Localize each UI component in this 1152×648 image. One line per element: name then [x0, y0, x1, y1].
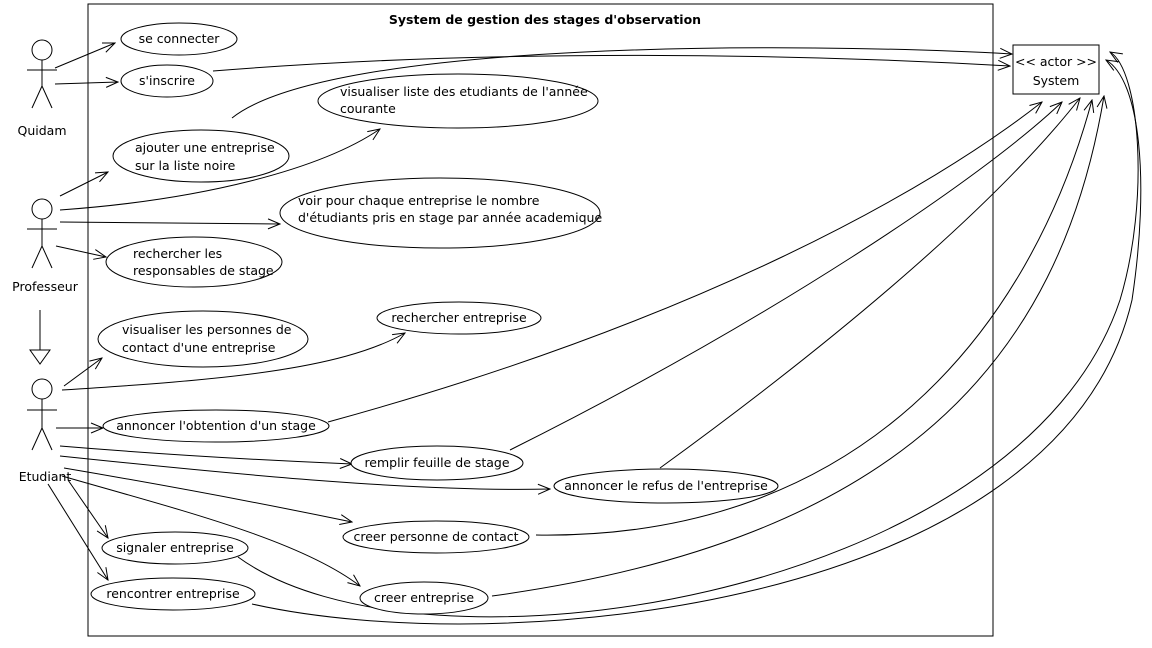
line-inscrire-system [212, 54, 1010, 72]
line-remplir-system [509, 102, 1062, 451]
line-etu-signaler [67, 479, 108, 538]
generalization-arrow [29, 310, 51, 365]
use-case-annoncer-refus: annoncer le refus de l'entreprise [553, 468, 779, 504]
line-etu-rechercher-ent [61, 333, 405, 391]
system-name: System [1033, 73, 1080, 88]
line-ajouter-system [231, 47, 1012, 119]
use-case-sinscrire: s'inscrire [120, 64, 214, 98]
use-case-label-line-2: responsables de stage [133, 263, 274, 278]
use-case-rencontrer-entreprise: rencontrer entreprise [90, 577, 256, 611]
use-case-label: signaler entreprise [116, 540, 234, 555]
use-case-label-line-1: ajouter une entreprise [135, 140, 275, 155]
line-obtention-system [327, 102, 1042, 423]
line-etu-creer-pers [63, 467, 352, 522]
use-case-label: creer personne de contact [353, 529, 518, 544]
use-case-rechercher-responsables: rechercher les responsables de stage [105, 236, 283, 288]
use-case-label-line-1: visualiser liste des etudiants de l'anné… [340, 84, 588, 99]
use-case-annoncer-obtention: annoncer l'obtention d'un stage [102, 409, 330, 443]
line-prof-voir-nombre [59, 222, 280, 224]
use-case-label-line-2: d'étudiants pris en stage par année acad… [298, 210, 602, 225]
use-case-creer-entreprise: creer entreprise [359, 581, 489, 615]
use-case-label-line-1: voir pour chaque entreprise le nombre [298, 193, 540, 208]
use-case-label: se connecter [139, 31, 221, 46]
line-quidam-connecter [54, 43, 115, 69]
use-case-label: remplir feuille de stage [364, 455, 509, 470]
line-creer-pers-system [535, 100, 1092, 536]
actor-etudiant-label: Etudiant [19, 469, 72, 484]
use-case-creer-personne: creer personne de contact [342, 520, 530, 554]
use-case-label-line-2: contact d'une entreprise [122, 340, 276, 355]
line-etu-rencontrer [47, 483, 108, 580]
line-prof-visualiser-liste [59, 129, 380, 211]
line-prof-rechercher-resp [55, 245, 106, 257]
line-refus-system [659, 98, 1080, 469]
line-prof-ajouter [59, 172, 108, 197]
use-case-remplir-feuille: remplir feuille de stage [350, 445, 524, 481]
line-rencontrer-system [251, 60, 1142, 625]
use-case-label-line-2: sur la liste noire [135, 158, 236, 173]
line-etu-refus [59, 455, 550, 489]
system-actor-box [1012, 44, 1100, 95]
use-case-voir-nombre: voir pour chaque entreprise le nombre d'… [279, 177, 602, 249]
actor-professeur-figure [27, 198, 57, 269]
use-case-label: annoncer le refus de l'entreprise [564, 478, 768, 493]
use-case-label-line-2: courante [340, 101, 396, 116]
system-stereotype: << actor >> [1015, 54, 1097, 69]
use-case-label: rencontrer entreprise [106, 586, 240, 601]
actor-professeur-label: Professeur [12, 279, 79, 294]
use-case-label: creer entreprise [374, 590, 474, 605]
line-etu-creer-ent [61, 475, 360, 586]
association-lines [47, 43, 1142, 625]
use-case-label: rechercher entreprise [391, 310, 527, 325]
use-case-label: s'inscrire [139, 73, 195, 88]
line-etu-visualiser-pers [63, 358, 102, 387]
use-case-ajouter-entreprise: ajouter une entreprise sur la liste noir… [112, 129, 290, 183]
diagram-title: System de gestion des stages d'observati… [389, 12, 701, 27]
actor-quidam-figure [27, 39, 57, 109]
use-case-label: annoncer l'obtention d'un stage [116, 418, 316, 433]
use-case-label-line-1: rechercher les [133, 246, 222, 261]
line-creer-ent-system [491, 96, 1104, 597]
system-boundary [87, 3, 994, 637]
use-case-label-line-1: visualiser les personnes de [122, 322, 292, 337]
actor-etudiant-figure [27, 378, 57, 451]
line-quidam-inscrire [54, 82, 118, 84]
actor-quidam-label: Quidam [17, 123, 66, 138]
use-case-rechercher-entreprise: rechercher entreprise [376, 301, 542, 335]
use-case-se-connecter: se connecter [120, 22, 238, 56]
use-case-visualiser-liste: visualiser liste des etudiants de l'anné… [317, 73, 599, 129]
line-etu-remplir [59, 445, 352, 464]
use-case-signaler-entreprise: signaler entreprise [101, 531, 249, 565]
use-case-visualiser-personnes: visualiser les personnes de contact d'un… [97, 310, 309, 368]
